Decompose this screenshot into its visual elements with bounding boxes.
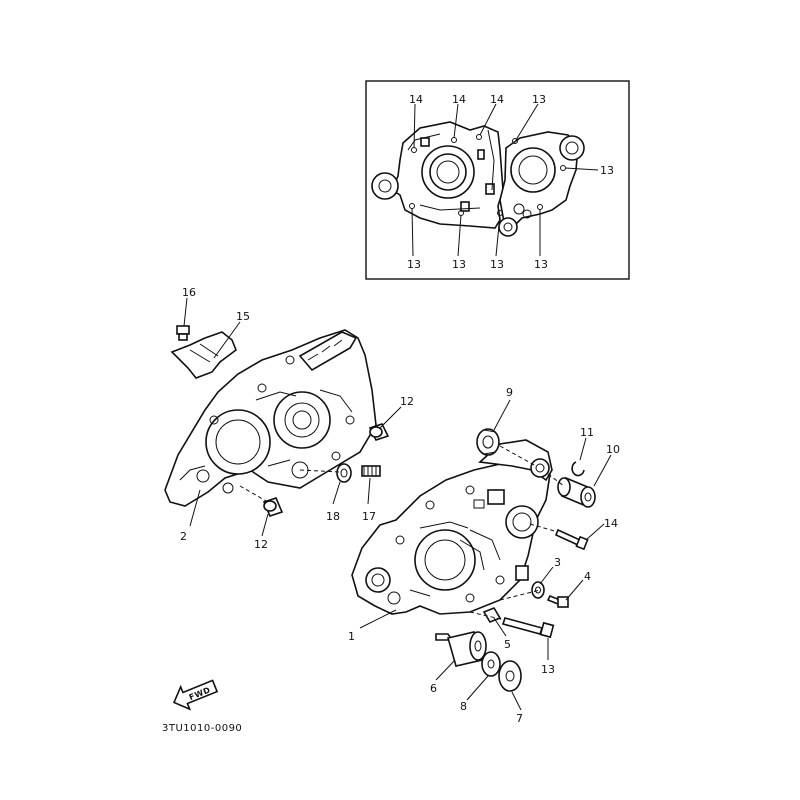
part-label-12: 12 [254, 538, 268, 551]
bolt-drawing [554, 528, 589, 551]
inset-label-13: 13 [534, 258, 548, 271]
part-label-4: 4 [584, 570, 591, 583]
inset-label-13: 13 [600, 164, 614, 177]
part-label-17: 17 [362, 510, 376, 523]
part-label-11: 11 [580, 426, 594, 439]
part-label-13: 13 [541, 663, 555, 676]
fwd-label: FWD [188, 685, 212, 702]
part-label-3: 3 [554, 556, 561, 569]
part-label-15: 15 [236, 310, 250, 323]
inset-label-13: 13 [490, 258, 504, 271]
part-label-6: 6 [430, 682, 437, 695]
washer-drawing [336, 463, 352, 483]
inset-frame [365, 80, 630, 280]
washer-drawing [531, 581, 545, 599]
part-label-2: 2 [180, 530, 187, 543]
leader-lines [183, 297, 612, 711]
part-label-14: 14 [604, 517, 618, 530]
bearing-drawing [476, 428, 500, 456]
inset-crankcase-drawing [371, 121, 585, 237]
fwd-arrow-icon: FWD [172, 679, 219, 711]
part-label-9: 9 [506, 386, 513, 399]
inset-leader-lines [411, 103, 599, 257]
bushing-drawing [435, 631, 487, 667]
left-crankcase-drawing [164, 325, 377, 507]
part-label-16: 16 [182, 286, 196, 299]
washer-drawing [481, 651, 501, 677]
washer-drawing [498, 660, 522, 692]
damper-block-drawing [482, 607, 502, 623]
dowel-pin-drawing [262, 423, 390, 517]
bolt-drawing [501, 617, 555, 639]
bolt-drawing [546, 594, 569, 608]
alignment-line [469, 611, 506, 621]
collar-drawing [557, 476, 596, 508]
inset-label-14: 14 [409, 93, 423, 106]
part-label-12: 12 [400, 395, 414, 408]
inset-detail: 14 14 14 13 13 13 13 13 13 [365, 80, 630, 280]
inset-label-13: 13 [452, 258, 466, 271]
part-label-18: 18 [326, 510, 340, 523]
inset-label-14: 14 [490, 93, 504, 106]
circlip-drawing [571, 461, 585, 477]
inset-label-13: 13 [532, 93, 546, 106]
part-label-8: 8 [460, 700, 467, 713]
alignment-line [547, 473, 565, 487]
diagram-code: 3TU1010-0090 [162, 723, 242, 734]
alignment-line [529, 523, 559, 533]
drain-plug-drawing [361, 465, 381, 477]
inset-label-14: 14 [452, 93, 466, 106]
bracket-drawing [170, 331, 237, 379]
inset-label-13: 13 [407, 258, 421, 271]
part-label-7: 7 [516, 712, 523, 725]
part-label-1: 1 [348, 630, 355, 643]
part-label-10: 10 [606, 443, 620, 456]
bolt-drawing [176, 325, 190, 341]
alignment-line [239, 485, 269, 503]
right-crankcase-drawing [351, 439, 553, 615]
part-label-5: 5 [504, 638, 511, 651]
